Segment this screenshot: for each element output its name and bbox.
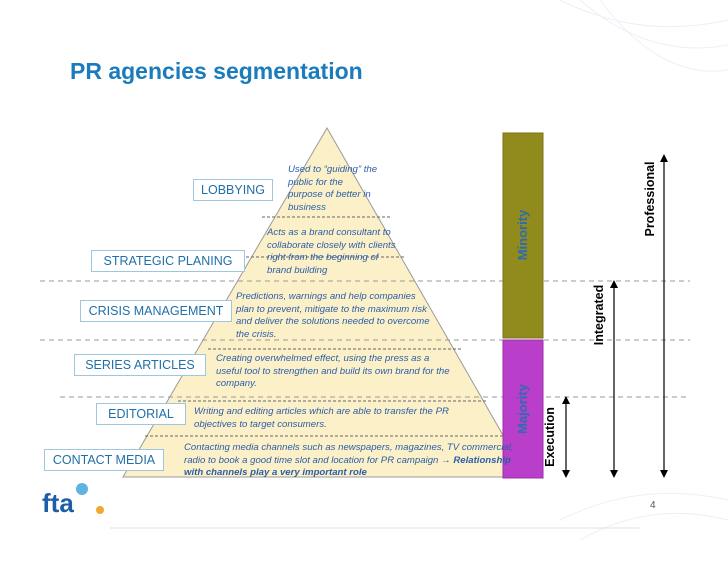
level-label-series-articles: SERIES ARTICLES [74, 354, 206, 376]
majority-label: Majority [515, 384, 530, 434]
level-desc-editorial: Writing and editing articles which are a… [194, 406, 449, 430]
page-number: 4 [650, 500, 656, 511]
fta-logo: fta [42, 483, 104, 518]
level-desc-contact-media-text: Contacting media channels such as newspa… [184, 442, 514, 466]
page-title: PR agencies segmentation [70, 58, 363, 84]
svg-text:fta: fta [42, 488, 74, 518]
level-desc-contact-media: Contacting media channels such as newspa… [184, 442, 514, 480]
minority-label: Minority [515, 209, 530, 261]
level-desc-lobbying: Used to “guiding” the public for the pur… [288, 164, 378, 213]
level-label-strategic-planing: STRATEGIC PLANING [91, 250, 245, 272]
background-swirl [559, 0, 728, 541]
level-desc-series-articles: Creating overwhelmed effect, using the p… [216, 353, 450, 389]
level-desc-strategic-planing: Acts as a brand consultant to collaborat… [267, 227, 396, 276]
level-label-contact-media: CONTACT MEDIA [44, 449, 164, 471]
level-label-crisis-management: CRISIS MANAGEMENT [80, 300, 232, 322]
level-desc-crisis-management: Predictions, warnings and help companies… [236, 291, 430, 340]
scale-arrows [562, 154, 668, 478]
majority-bar [502, 339, 544, 479]
integrated-label: Integrated [592, 284, 606, 346]
execution-label: Execution [543, 407, 557, 467]
level-desc-contact-media-emphasis: → Relationship with channels play a very… [184, 454, 511, 479]
level-label-lobbying: LOBBYING [193, 179, 273, 201]
professional-label: Professional [643, 161, 657, 237]
level-guides [40, 280, 690, 398]
tier-dividers [145, 216, 510, 437]
minority-bar [502, 132, 544, 339]
level-label-editorial: EDITORIAL [96, 403, 186, 425]
